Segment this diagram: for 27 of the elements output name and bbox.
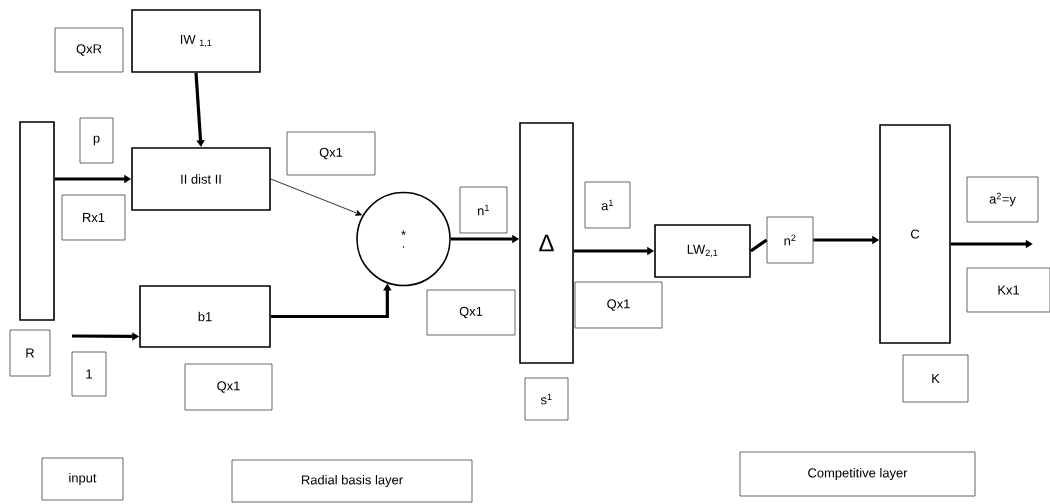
label-box: Qx1: [184, 363, 273, 411]
label-box: 1: [71, 351, 107, 397]
distance-box: II dist II: [131, 147, 271, 211]
weight-box: IW $_{1,1}$: [131, 9, 261, 73]
transfer-box: Δ: [519, 122, 574, 364]
label-box: Qx1: [426, 289, 516, 336]
label-box: R: [9, 329, 51, 377]
layer-label: Radial basis layer: [231, 459, 473, 503]
label-box: a$^{1}$: [584, 181, 631, 229]
input-bar: [19, 121, 55, 321]
weight-box: LW$_{2,1}$: [654, 224, 751, 278]
label-box: n$^{2}$: [766, 216, 814, 264]
layer-label: Competitive layer: [739, 451, 976, 497]
label-box: Qx1: [574, 281, 663, 329]
label-box: Kx1: [966, 267, 1050, 313]
label-box: K: [902, 354, 969, 403]
label-box: QxR: [54, 27, 124, 73]
label-box: p: [79, 117, 114, 164]
label-box: n$^{1}$: [459, 186, 508, 234]
label-box: Rx1: [61, 194, 126, 241]
label-box: a$^{2}$=y: [966, 176, 1039, 223]
competitive-box: C: [879, 124, 951, 344]
arrow: [270, 178, 362, 216]
label-box: s$^{1}$: [524, 377, 569, 421]
bias-box: b1: [139, 285, 271, 348]
label-box: Qx1: [286, 131, 376, 176]
layer-label: input: [41, 457, 124, 501]
